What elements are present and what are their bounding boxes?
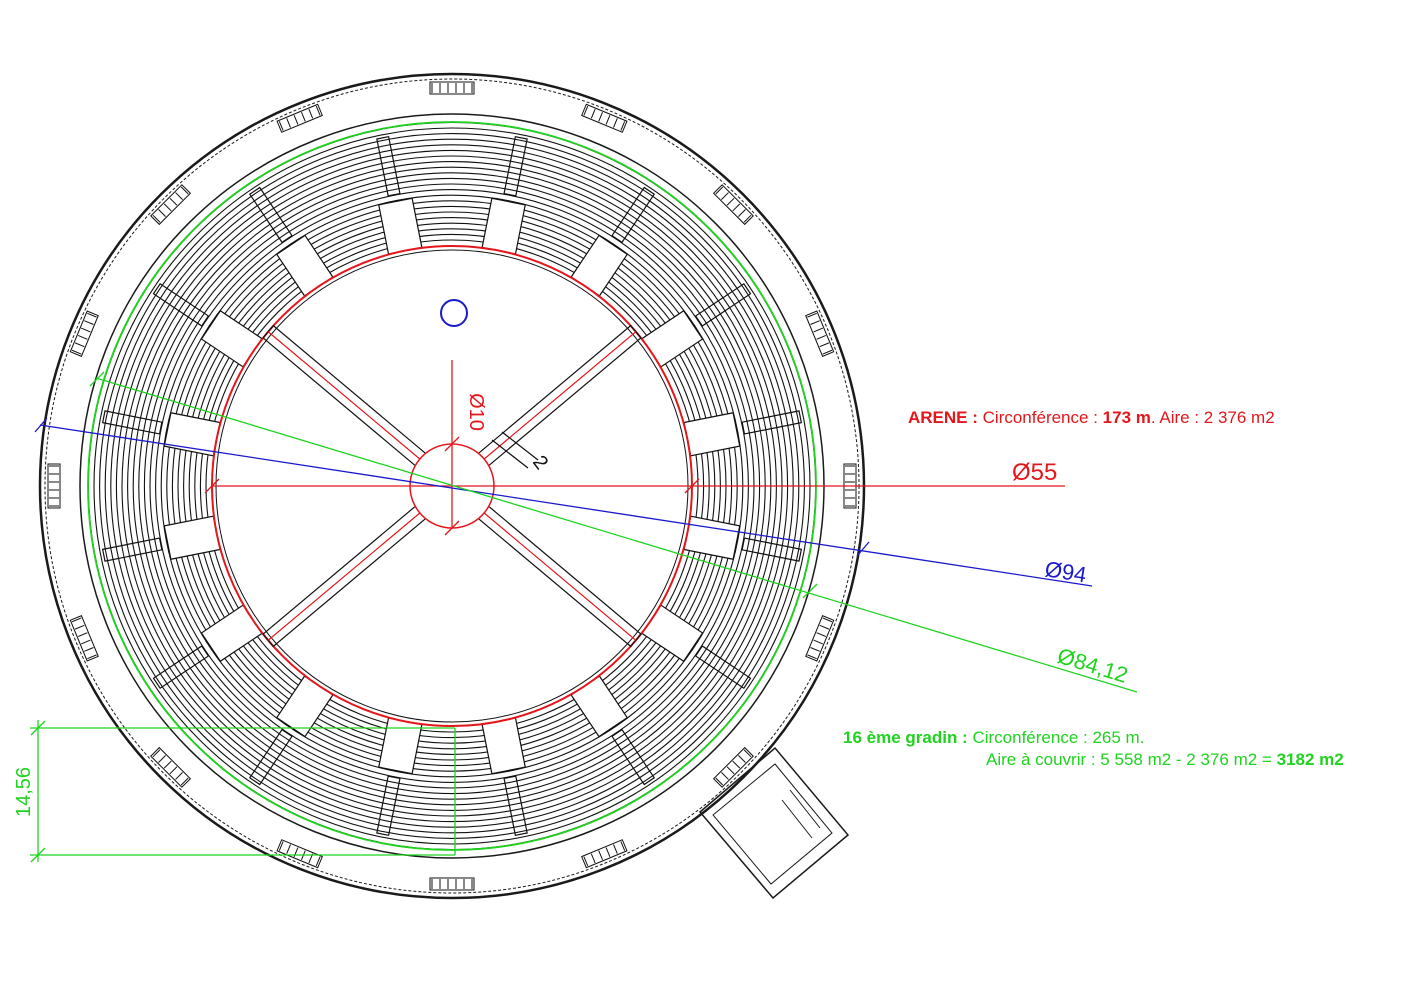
outer-entrance	[47, 463, 61, 509]
vomitory	[248, 675, 334, 786]
tier-note-area: Aire à couvrir : 5 558 m2 - 2 376 m2 =	[986, 750, 1272, 769]
arena-note-area: . Aire : 2 376 m2	[1150, 408, 1275, 427]
vomitory	[683, 515, 803, 562]
outer-entrance	[581, 839, 628, 869]
arena-note-label: ARENE :	[908, 408, 978, 427]
outer-entrance	[150, 746, 192, 788]
vomitory	[570, 186, 656, 297]
outer-entrance	[805, 615, 835, 662]
tier-note-line1: 16 ème gradin : Circonférence : 265 m.	[843, 728, 1144, 748]
vomitory	[641, 604, 752, 690]
outer-entrance	[712, 184, 754, 226]
dim-depth-label: 14,56	[13, 767, 35, 817]
diameter-94-line	[34, 417, 1093, 587]
outer-entrance	[276, 103, 323, 133]
outer-entrance	[581, 103, 628, 133]
dim-d10-label: Ø10	[465, 393, 487, 431]
diameter-84-line	[89, 371, 1138, 693]
vomitory	[641, 282, 752, 368]
outer-entrance	[150, 184, 192, 226]
tier-note-circ: Circonférence : 265 m.	[972, 728, 1145, 747]
vomitory	[376, 717, 423, 837]
vomitory	[248, 186, 334, 297]
outer-entrance	[69, 615, 99, 662]
vomitory	[683, 410, 803, 457]
outer-entrance	[712, 746, 754, 788]
vomitory	[152, 604, 263, 690]
vomitory	[481, 717, 528, 837]
vomitories	[101, 135, 803, 837]
tier-note-label: 16 ème gradin :	[843, 728, 968, 747]
diameter-55-line	[204, 478, 1065, 494]
diameter-10-leader	[444, 360, 460, 536]
tier-depth-dimension	[30, 720, 456, 863]
outer-entrance	[429, 877, 475, 891]
blue-marker-circle	[440, 299, 468, 327]
arena-note: ARENE : Circonférence : 173 m. Aire : 2 …	[908, 408, 1275, 428]
outer-entrance	[69, 310, 99, 357]
outer-entrance	[429, 81, 475, 95]
vomitory	[152, 282, 263, 368]
arena-note-circ-value: 173 m	[1102, 408, 1151, 427]
dim-d84-label: Ø84,12	[1055, 643, 1131, 688]
dim-d55-label: Ø55	[1012, 459, 1057, 486]
arena-note-circ-prefix: Circonférence :	[982, 408, 1098, 427]
outer-entrances	[47, 81, 857, 891]
dim-d94-label: Ø94	[1043, 556, 1088, 587]
vomitory	[101, 515, 221, 562]
outer-entrance	[805, 310, 835, 357]
tier-note-line2: Aire à couvrir : 5 558 m2 - 2 376 m2 = 3…	[986, 750, 1344, 770]
tier-note-area-result: 3182 m2	[1276, 750, 1344, 769]
beam-width-dimension	[491, 431, 539, 469]
vomitory	[570, 675, 656, 786]
annex-building	[698, 746, 850, 900]
outer-entrance	[276, 839, 323, 869]
